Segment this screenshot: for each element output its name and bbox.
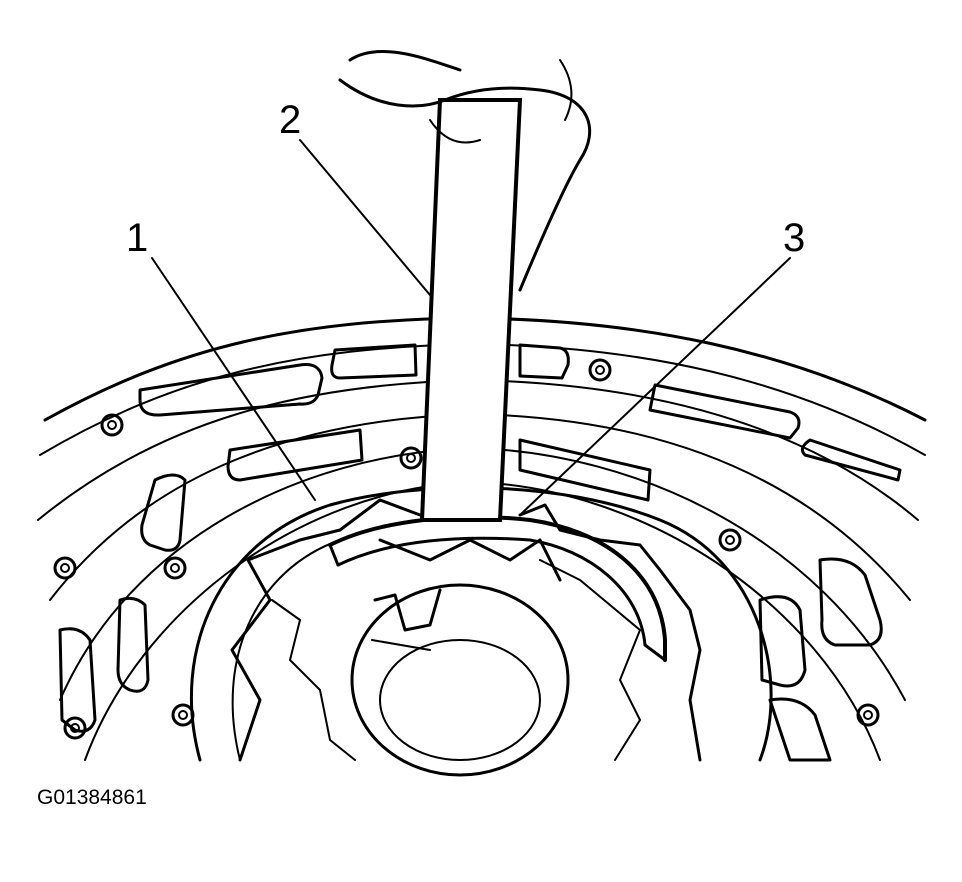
leader-line-3 <box>519 257 791 516</box>
leader-line-2 <box>299 139 431 296</box>
callout-label-1: 1 <box>126 216 149 260</box>
leader-line-1 <box>151 257 316 501</box>
pump-pocket <box>190 486 773 762</box>
outer-gear <box>230 498 702 762</box>
tool-handle <box>338 49 592 522</box>
housing-slots <box>58 343 902 762</box>
callout-label-3: 3 <box>783 216 806 260</box>
figure-id: G01384861 <box>37 786 147 809</box>
callout-label-2: 2 <box>279 98 302 142</box>
retaining-ring <box>328 515 667 662</box>
inner-gear <box>350 538 570 777</box>
bolt-holes <box>53 358 880 740</box>
leader-lines <box>151 139 791 516</box>
